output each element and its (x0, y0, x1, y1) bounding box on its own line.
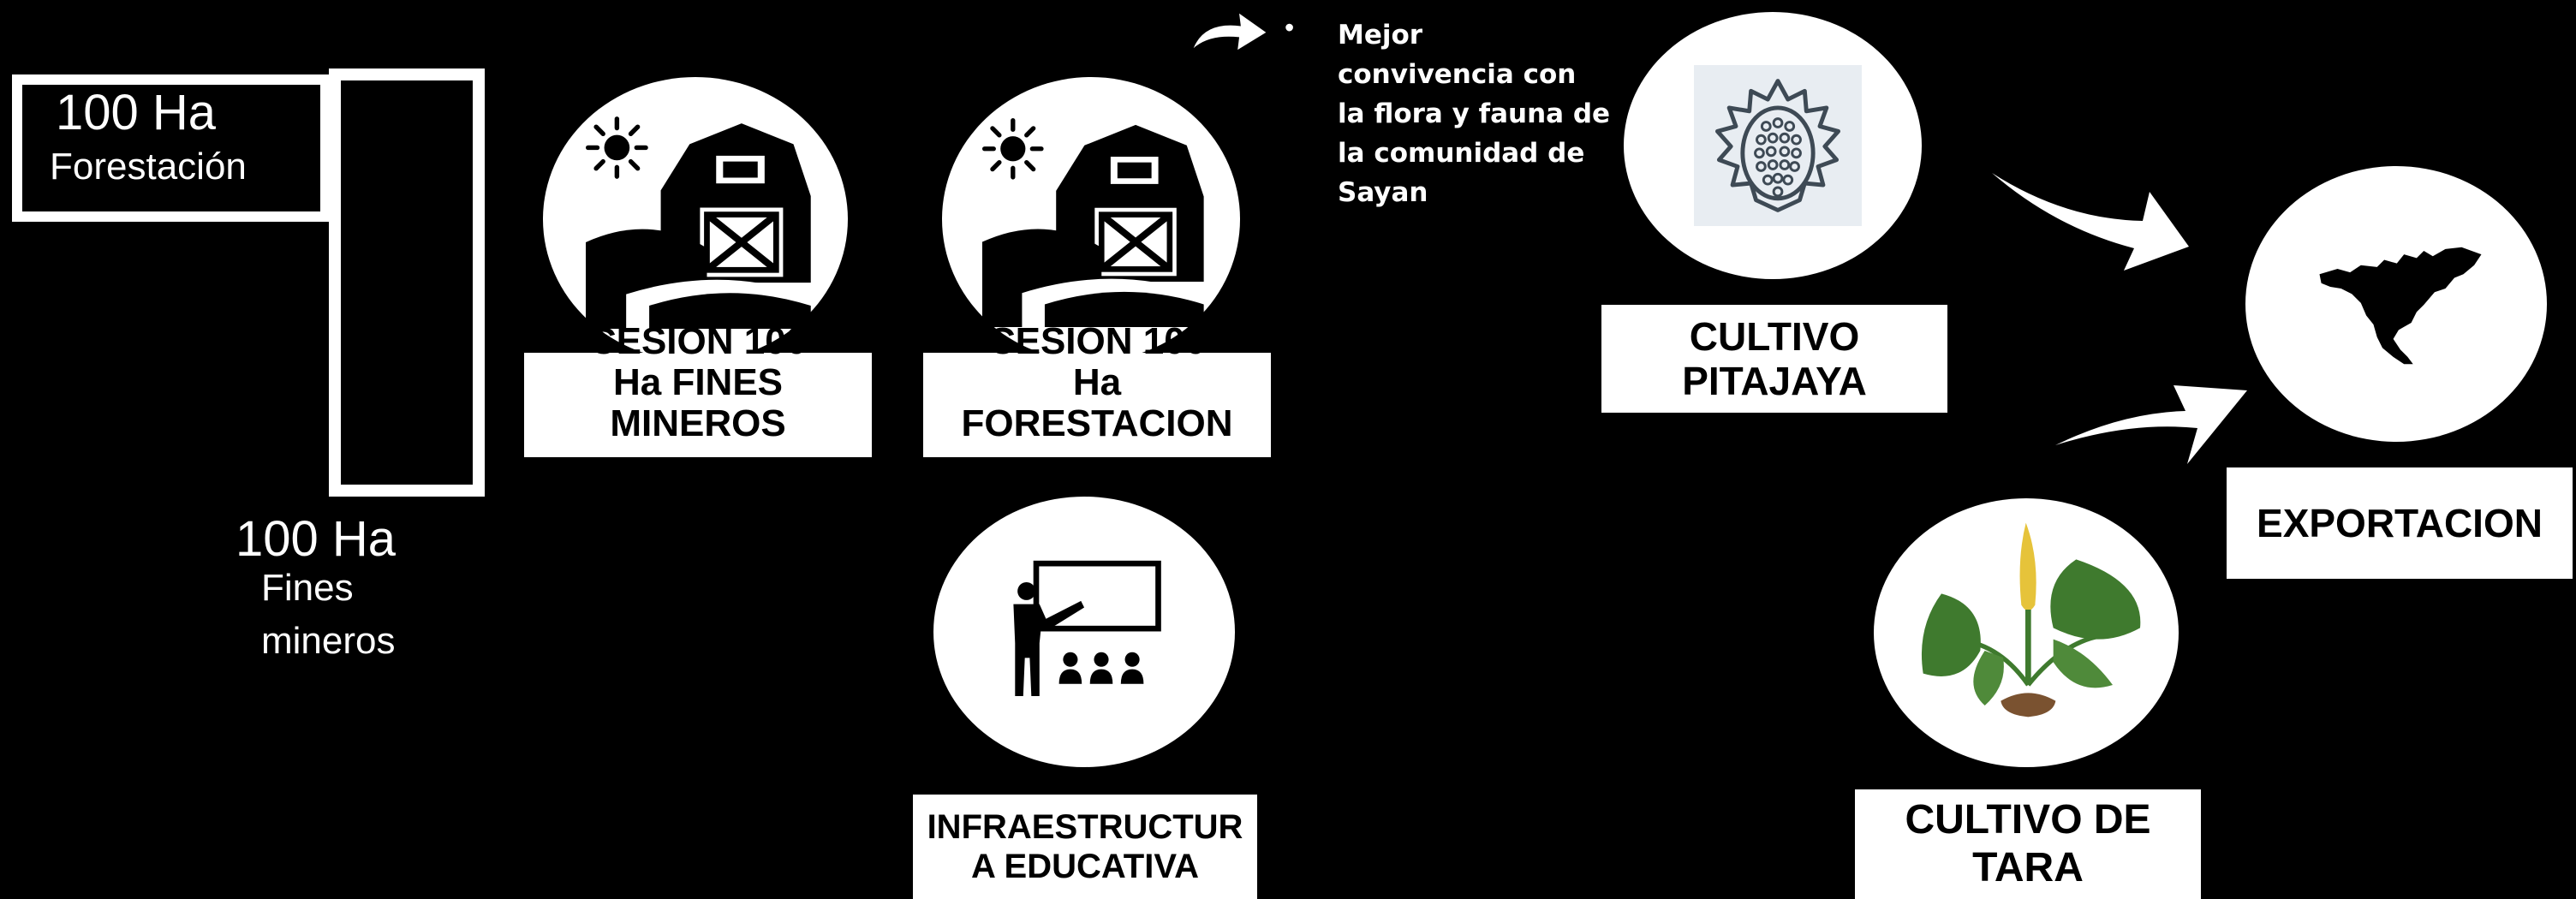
tara-box: CULTIVO DE TARA (1855, 789, 2201, 899)
note-bullet: • (1285, 12, 1295, 43)
north-america-map-icon (2319, 247, 2482, 365)
cesion-mineros-box: CESION 100 Ha FINES MINEROS (524, 321, 872, 457)
pitajaya-circle (1624, 12, 1922, 279)
forest-area-label: Forestación (50, 146, 247, 188)
farm-barn-icon-2 (982, 117, 1204, 327)
tara-plant-icon (1921, 522, 2141, 717)
cesion-forestacion-line-2: Ha (1072, 361, 1122, 403)
infraestructura-line-2: A EDUCATIVA (971, 848, 1199, 885)
mining-area-label-1: Fines (261, 567, 354, 609)
pitajaya-line-1: CULTIVO (1689, 314, 1860, 359)
farm-circle-forestacion (942, 77, 1240, 361)
pitajaya-box: CULTIVO PITAJAYA (1601, 305, 1947, 413)
cesion-mineros-line-3: MINEROS (610, 402, 786, 444)
note-line-5: Sayan (1338, 177, 1428, 208)
note-line-1: Mejor (1338, 20, 1423, 51)
cesion-mineros-line-1: CESION 100 (588, 320, 808, 362)
note-text: Mejor convivencia con la flora y fauna d… (1338, 15, 1610, 212)
note-line-4: la comunidad de (1338, 138, 1585, 169)
cesion-forestacion-line-1: CESION 100 (987, 320, 1207, 362)
cesion-forestacion-box: CESION 100 Ha FORESTACION (923, 321, 1271, 457)
forest-area-value: 100 Ha (56, 85, 217, 140)
cesion-forestacion-line-3: FORESTACION (961, 402, 1233, 444)
curved-arrow-icon (1193, 13, 1267, 51)
pitajaya-line-2: PITAJAYA (1682, 359, 1867, 403)
tara-line-1: CULTIVO DE (1905, 797, 2151, 842)
teacher-classroom-icon (1013, 560, 1161, 696)
infraestructura-line-1: INFRAESTRUCTUR (927, 808, 1243, 846)
farm-barn-icon (586, 116, 811, 329)
cesion-mineros-line-2: Ha FINES (612, 361, 784, 403)
export-circle (2245, 166, 2547, 442)
arrow-pitajaya-to-export (1992, 173, 2189, 271)
infraestructura-box: INFRAESTRUCTUR A EDUCATIVA (913, 795, 1257, 899)
note-line-3: la flora y fauna de (1338, 98, 1611, 129)
dragon-fruit-icon (1714, 79, 1841, 212)
mining-area-value: 100 Ha (236, 511, 397, 567)
tara-circle (1874, 498, 2179, 767)
note-line-2: convivencia con (1338, 59, 1577, 90)
mining-plot-outline (329, 68, 485, 497)
exportacion-label: EXPORTACION (2257, 501, 2543, 545)
forest-plot-outline (12, 74, 331, 222)
farm-circle-mining (543, 77, 848, 361)
education-circle (933, 497, 1235, 767)
exportacion-box: EXPORTACION (2227, 467, 2573, 579)
tara-line-2: TARA (1972, 845, 2084, 890)
mining-area-label-2: mineros (261, 620, 396, 662)
arrow-tara-to-export (2055, 385, 2247, 464)
